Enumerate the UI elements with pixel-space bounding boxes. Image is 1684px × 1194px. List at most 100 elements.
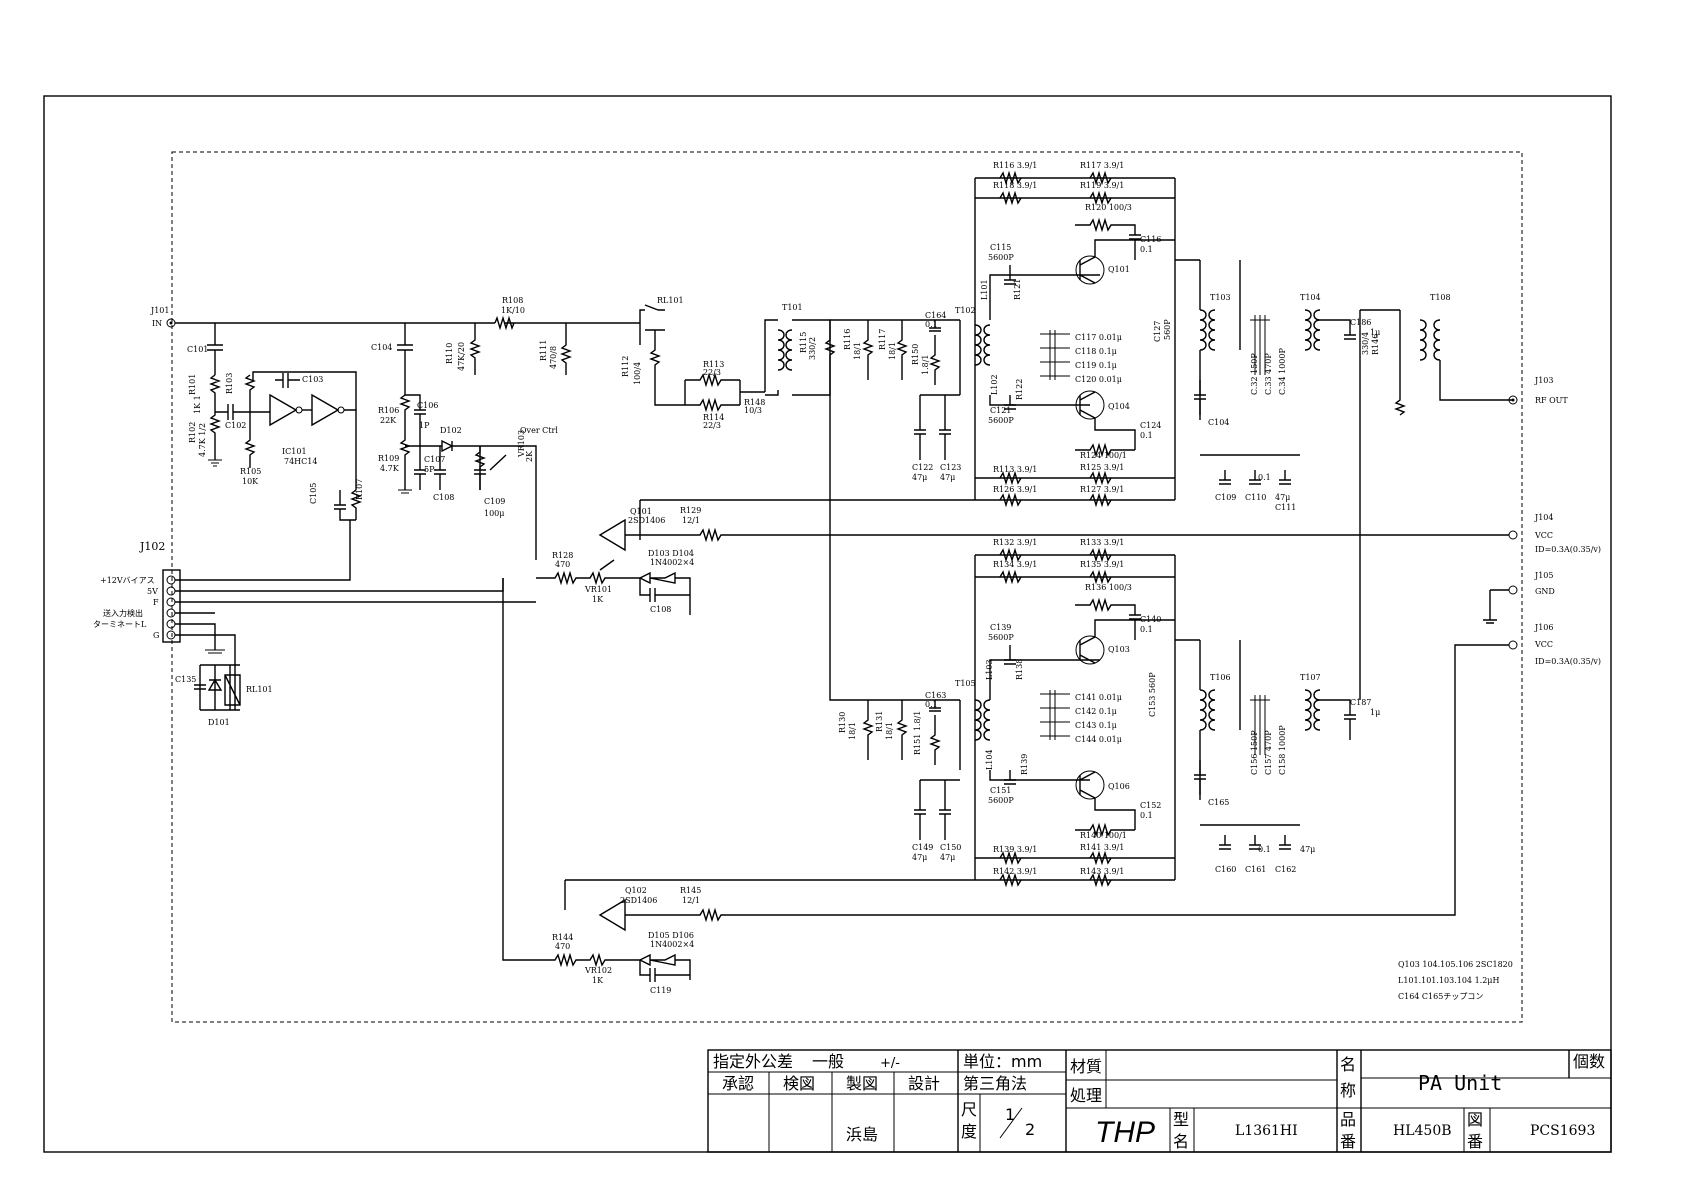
c149-value: 47μ	[912, 853, 927, 862]
c162-label: C162	[1275, 865, 1296, 874]
c111-label: C111	[1275, 503, 1296, 512]
c120-label: C120 0.01μ	[1075, 375, 1122, 384]
c160-label: C160	[1215, 865, 1236, 874]
rl101-contact	[639, 304, 665, 345]
j103-ref: J103	[1534, 376, 1553, 385]
r121-label: R121	[1013, 279, 1022, 300]
q106-leads	[1079, 771, 1096, 799]
r102-label: R102	[188, 422, 197, 443]
j101-sub: IN	[152, 319, 162, 328]
c141-label: C141 0.01μ	[1075, 693, 1122, 702]
c123-label: C123	[940, 463, 961, 472]
rl101b-label: RL101	[246, 685, 273, 694]
q101-label: Q101	[1108, 265, 1130, 274]
rl101-label: RL101	[657, 296, 684, 305]
c164-label: C164	[925, 311, 946, 320]
r111-symbol	[560, 323, 572, 375]
r105-label: R105	[240, 467, 261, 476]
q101-leads	[1079, 256, 1096, 284]
r144-vr102-network	[502, 578, 640, 968]
r148-value: 10/3	[744, 406, 762, 415]
r106-r109-divider	[399, 394, 411, 490]
r120-c116-network	[1075, 217, 1141, 260]
upper-bottom-resistor-bus	[975, 477, 1175, 501]
scale-label-2: 度	[961, 1122, 977, 1141]
lower-bottom-resistor-bus	[975, 857, 1175, 881]
name-label-2: 称	[1340, 1081, 1356, 1100]
model-label-2: 名	[1173, 1132, 1189, 1151]
board-outline	[171, 151, 1523, 1023]
c123-value: 47μ	[940, 473, 955, 482]
c104-upper-symbol	[1194, 380, 1206, 415]
c163-label: C163	[925, 691, 946, 700]
j102-pin-5-label: ターミネートL	[93, 620, 147, 629]
r117-value: 18/1	[888, 342, 897, 360]
c101-label: C101	[187, 345, 208, 354]
c127-value: 560P	[1163, 319, 1172, 340]
j101-ref: J101	[150, 306, 169, 315]
r139-label: R139	[1020, 754, 1029, 775]
r115-value: 330/2	[808, 337, 817, 360]
c119b-label: C119	[650, 986, 671, 995]
c115-symbol	[1004, 265, 1016, 285]
c101-symbol	[207, 323, 223, 375]
r144-label: R144	[552, 933, 573, 942]
l103-label: L103	[985, 659, 994, 680]
q106-transistor	[1075, 770, 1105, 800]
lower-bottom-resistors	[999, 850, 1112, 888]
r103-label: R103	[225, 373, 234, 394]
r119-top-label: R119 3.9/1	[1080, 181, 1124, 190]
c118-label: C118 0.1μ	[1075, 347, 1117, 356]
c152-label: C152	[1140, 801, 1161, 810]
r108-label: R108	[502, 296, 523, 305]
upper-top-resistor-bus	[974, 177, 1176, 500]
r109-label: R109	[378, 454, 399, 463]
note-3: C164 C165チップコン	[1398, 992, 1483, 1001]
c110-value: 0.1	[1258, 473, 1271, 482]
r128-label: R128	[552, 551, 573, 560]
j106-ref: J106	[1534, 623, 1553, 632]
r110-value: 47K/20	[457, 342, 466, 371]
r105-value: 10K	[242, 477, 259, 486]
d103-label: D103 D104	[648, 549, 694, 558]
t101-label: T101	[782, 303, 803, 312]
q106-label: Q106	[1108, 782, 1130, 791]
r144-value: 470	[555, 942, 570, 951]
bias-upper-wire	[598, 499, 975, 552]
c151-label: C151	[990, 786, 1011, 795]
c106-value: 1P	[419, 421, 430, 430]
drawing-number: PCS1693	[1530, 1123, 1595, 1139]
lower-top-resistor-bus	[974, 554, 1176, 880]
c121-label: C121	[990, 406, 1011, 415]
q101b-value: 2SD1406	[628, 516, 665, 525]
j103-terminal-dot	[1511, 398, 1515, 402]
r113-value: 22/3	[703, 368, 721, 377]
r117-top-label: R117 3.9/1	[1080, 161, 1124, 170]
output-connectors: J103 RF OUT J104 VCC ID=0.3A(0.35/v) J10…	[1210, 376, 1601, 916]
d105-label: D105 D106	[648, 931, 694, 940]
r112-value: 100/4	[633, 362, 642, 385]
r103-symbol	[244, 374, 256, 412]
input-section: J101 IN R108 1K/10 C101 R101 1K 1 R102 4…	[150, 296, 960, 701]
sheet-border	[43, 95, 1612, 1153]
c107-value: 5P	[424, 465, 435, 474]
material-label: 材質	[1070, 1057, 1102, 1076]
d103-d104-symbol	[638, 571, 691, 600]
unit-label: 単位：mm	[963, 1052, 1042, 1071]
c103-symbol	[275, 373, 300, 388]
r106-label: R106	[378, 406, 399, 415]
c122-label: C122	[912, 463, 933, 472]
r129-label: R129	[680, 506, 701, 515]
name-label-1: 名	[1340, 1055, 1356, 1074]
vcc-lower-wire	[1210, 644, 1509, 916]
r111-value: 470/8	[549, 346, 558, 369]
c119b-symbol	[639, 960, 690, 982]
j104-note: ID=0.3A(0.35/v)	[1535, 545, 1601, 554]
t102-label: T102	[955, 306, 976, 315]
t101-transformer	[764, 319, 831, 396]
r112-symbol	[649, 330, 661, 395]
c151-symbol	[1004, 770, 1016, 785]
r140-label: R140 100/1	[1080, 831, 1127, 840]
c186-value: 1μ	[1370, 328, 1380, 337]
